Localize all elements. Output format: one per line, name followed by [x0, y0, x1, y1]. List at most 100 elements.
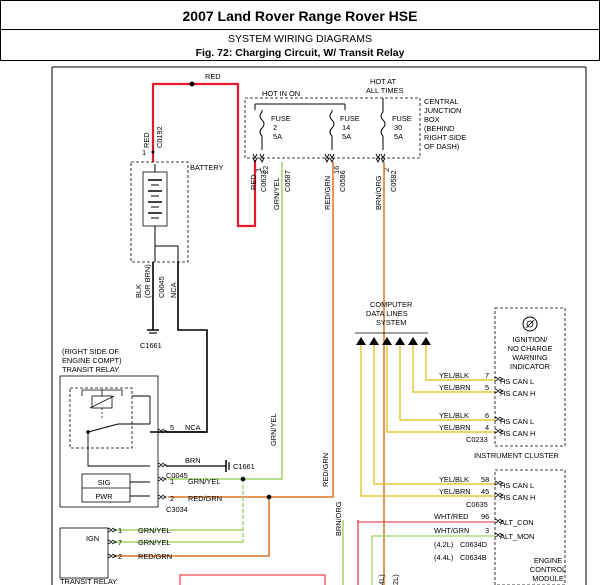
svg-text:5: 5 [485, 383, 489, 392]
splice-dot-grn [240, 476, 246, 482]
label-all-times: ALL TIMES [366, 86, 403, 95]
lower-wiring [114, 479, 359, 585]
label-wht-red: WHT/RED [434, 512, 469, 521]
label-c0632: C0632 [259, 170, 268, 192]
svg-text:6: 6 [485, 411, 489, 420]
label-pin-96: 96 [481, 512, 489, 521]
label-cjb: CENTRAL JUNCTION BOX (BEHIND RIGHT SIDE … [424, 97, 466, 151]
svg-text:14: 14 [342, 123, 350, 132]
svg-text:HS CAN H: HS CAN H [500, 429, 535, 438]
red-wire [151, 82, 257, 228]
label-battery: BATTERY [190, 163, 223, 172]
svg-text:BOX: BOX [424, 115, 440, 124]
cjb-pins [252, 153, 386, 164]
diagram-subtitle: SYSTEM WIRING DIAGRAMS Fig. 72: Charging… [0, 29, 600, 61]
ecm-row-2: YEL/BRN 45 HS CAN H [439, 487, 535, 502]
label-red-left: RED [142, 132, 151, 148]
label-grn-yel-mid: GRN/YEL [269, 414, 278, 446]
section-title: SYSTEM WIRING DIAGRAMS [227, 33, 373, 45]
label-c0587: C0587 [283, 170, 292, 192]
wht-grn-wire [371, 535, 495, 585]
splice-dot [189, 81, 195, 87]
label-c0192: C0192 [155, 126, 164, 148]
svg-text:5A: 5A [342, 132, 351, 141]
label-nca-h: NCA [185, 423, 201, 432]
label-nca-vertical: NCA [169, 282, 178, 298]
svg-text:58: 58 [481, 475, 489, 484]
transit-relay-label: (RIGHT SIDE OF ENGINE COMPT) TRANSIT REL… [62, 347, 122, 374]
label-pin1: 1 [142, 148, 146, 157]
label-pin-1-cjb: 1 [254, 168, 263, 172]
svg-text:DATA LINES: DATA LINES [366, 309, 408, 318]
ecm-connector-pins [494, 480, 505, 538]
ign-box [59, 527, 118, 579]
svg-text:NO CHARGE: NO CHARGE [508, 344, 553, 353]
label-rp-2: 2 [170, 494, 174, 503]
label-grn-yel-1: GRN/YEL [188, 477, 220, 486]
label-c0233: C0233 [466, 435, 488, 444]
transit-relay [59, 375, 159, 508]
label-pin-2: 2 [382, 168, 391, 172]
label-pin-16: 16 [332, 166, 341, 174]
svg-text:4: 4 [485, 423, 489, 432]
can-bus-wires [360, 345, 495, 497]
label-hot-at: HOT AT [370, 77, 396, 86]
label-data-lines: COMPUTER DATA LINES SYSTEM [366, 300, 412, 327]
label-pin-3: 3 [485, 526, 489, 535]
svg-text:TRANSIT RELAY: TRANSIT RELAY [62, 365, 119, 374]
data-lines-arrows [356, 337, 431, 345]
bottom-component [179, 574, 326, 585]
svg-text:COMPUTER: COMPUTER [370, 300, 412, 309]
ecm-row-1: YEL/BLK 58 HS CAN L [439, 475, 534, 490]
label-44l: (4.4L) [434, 553, 453, 562]
label-red-grn-mid: RED/GRN [321, 453, 330, 487]
label-ign-grn-yel-b: GRN/YEL [138, 538, 170, 547]
label-ign-pin-2: 2 [118, 552, 122, 561]
ic-row-3: YEL/BLK 6 HS CAN L [439, 411, 534, 426]
label-rp-5: 5 [170, 423, 174, 432]
label-alt-mon: ALT_MON [500, 532, 534, 541]
label-ign-pin-7: 7 [118, 538, 122, 547]
label-wht-grn: WHT/GRN [434, 526, 469, 535]
svg-text:ENGINE COMPT): ENGINE COMPT) [62, 356, 122, 365]
svg-text:FUSE: FUSE [271, 114, 291, 123]
splice-dot-red-grn [266, 494, 272, 500]
relay-connector-pins [157, 428, 168, 500]
svg-text:INDICATOR: INDICATOR [510, 362, 550, 371]
svg-text:HS CAN L: HS CAN L [500, 481, 534, 490]
svg-text:30: 30 [394, 123, 402, 132]
label-ic-warning: IGNITION/ NO CHARGE WARNING INDICATOR [508, 335, 553, 371]
ic-row-1: YEL/BLK 7 HS CAN L [439, 371, 534, 386]
label-sig: SIG [98, 478, 111, 487]
svg-text:2: 2 [273, 123, 277, 132]
svg-text:HS CAN H: HS CAN H [500, 389, 535, 398]
svg-text:HS CAN H: HS CAN H [500, 493, 535, 502]
svg-text:45: 45 [481, 487, 489, 496]
label-alt-con: ALT_CON [500, 518, 534, 527]
label-red-grn-cjb: RED/GRN [323, 176, 332, 210]
label-red-cjb: RED [249, 174, 258, 190]
label-pwr: PWR [95, 492, 112, 501]
svg-text:YEL/BRN: YEL/BRN [439, 423, 471, 432]
label-bottom-4l: 4L) [377, 574, 386, 585]
label-brn: BRN [185, 456, 201, 465]
label-hot-in-on: HOT IN ON [262, 89, 300, 98]
svg-text:SYSTEM: SYSTEM [376, 318, 406, 327]
label-c0582: C0582 [389, 170, 398, 192]
svg-text:YEL/BRN: YEL/BRN [439, 383, 471, 392]
svg-text:CENTRAL: CENTRAL [424, 97, 459, 106]
label-ecm: ENGINE CONTROL MODULE [530, 556, 566, 583]
label-bottom-2l: 2L) [391, 574, 400, 585]
label-brn-org-cjb: BRN/ORG [374, 175, 383, 210]
svg-text:5A: 5A [394, 132, 403, 141]
svg-text:RIGHT SIDE: RIGHT SIDE [424, 133, 466, 142]
label-ign-pin-1: 1 [118, 526, 122, 535]
wht-red-wire [357, 520, 495, 523]
label-ign-red-grn: RED/GRN [138, 552, 172, 561]
svg-text:IGNITION/: IGNITION/ [513, 335, 549, 344]
svg-text:HS CAN L: HS CAN L [500, 417, 534, 426]
label-c0635: C0635 [466, 500, 488, 509]
grn-yel-wire [168, 162, 283, 480]
svg-text:OF DASH): OF DASH) [424, 142, 459, 151]
label-instrument-cluster: INSTRUMENT CLUSTER [474, 451, 559, 460]
